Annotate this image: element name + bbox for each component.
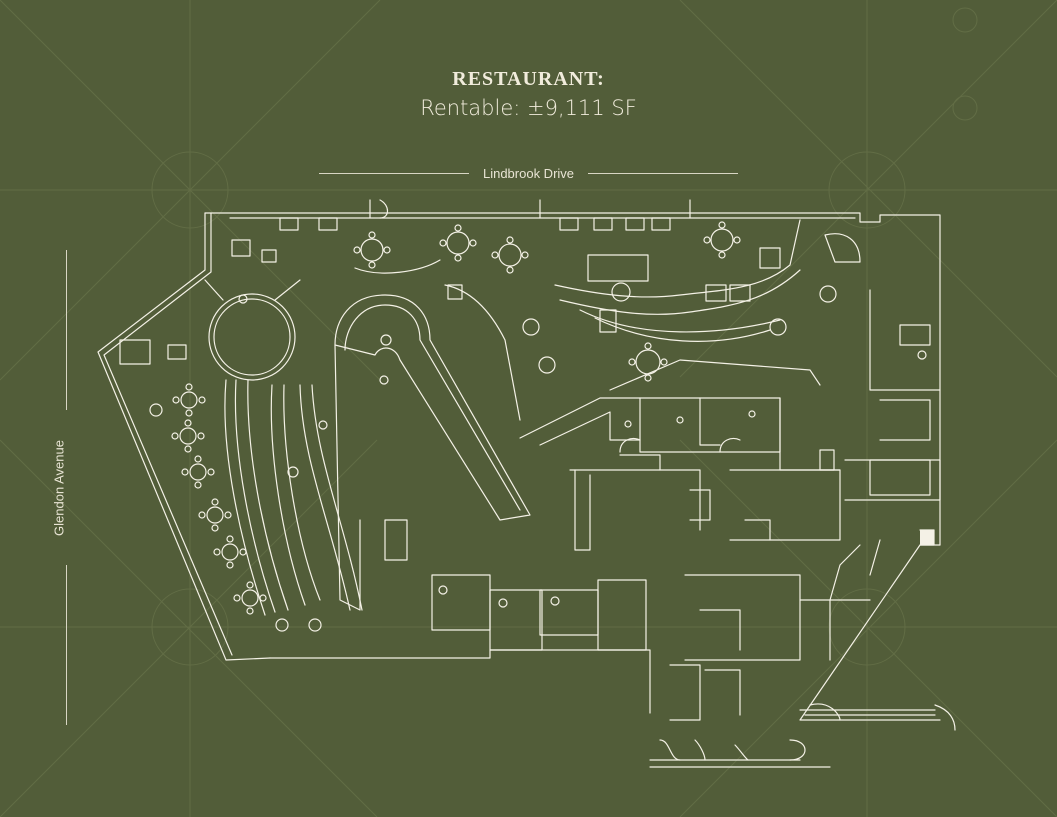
street-name-lindbrook: Lindbrook Drive: [482, 166, 575, 182]
page-title: RESTAURANT:: [452, 68, 605, 90]
top-dining-tables: [280, 200, 836, 381]
perimeter-walls: [98, 213, 940, 767]
left-banquettes: [225, 380, 362, 615]
right-entrance: [800, 540, 935, 715]
street-label-top: Lindbrook Drive: [0, 165, 1057, 181]
street-line-left-upper: [66, 250, 67, 410]
street-line-left-lower: [66, 565, 67, 725]
lower-rooms: [432, 575, 955, 760]
kitchen-and-back-of-house: [520, 290, 940, 550]
round-vestibule: [205, 280, 300, 380]
left-dining-tables: [120, 240, 321, 631]
central-bar: [335, 285, 530, 610]
rentable-area: Rentable: ±9,111 SF: [420, 96, 637, 120]
right-booths: [555, 220, 860, 390]
